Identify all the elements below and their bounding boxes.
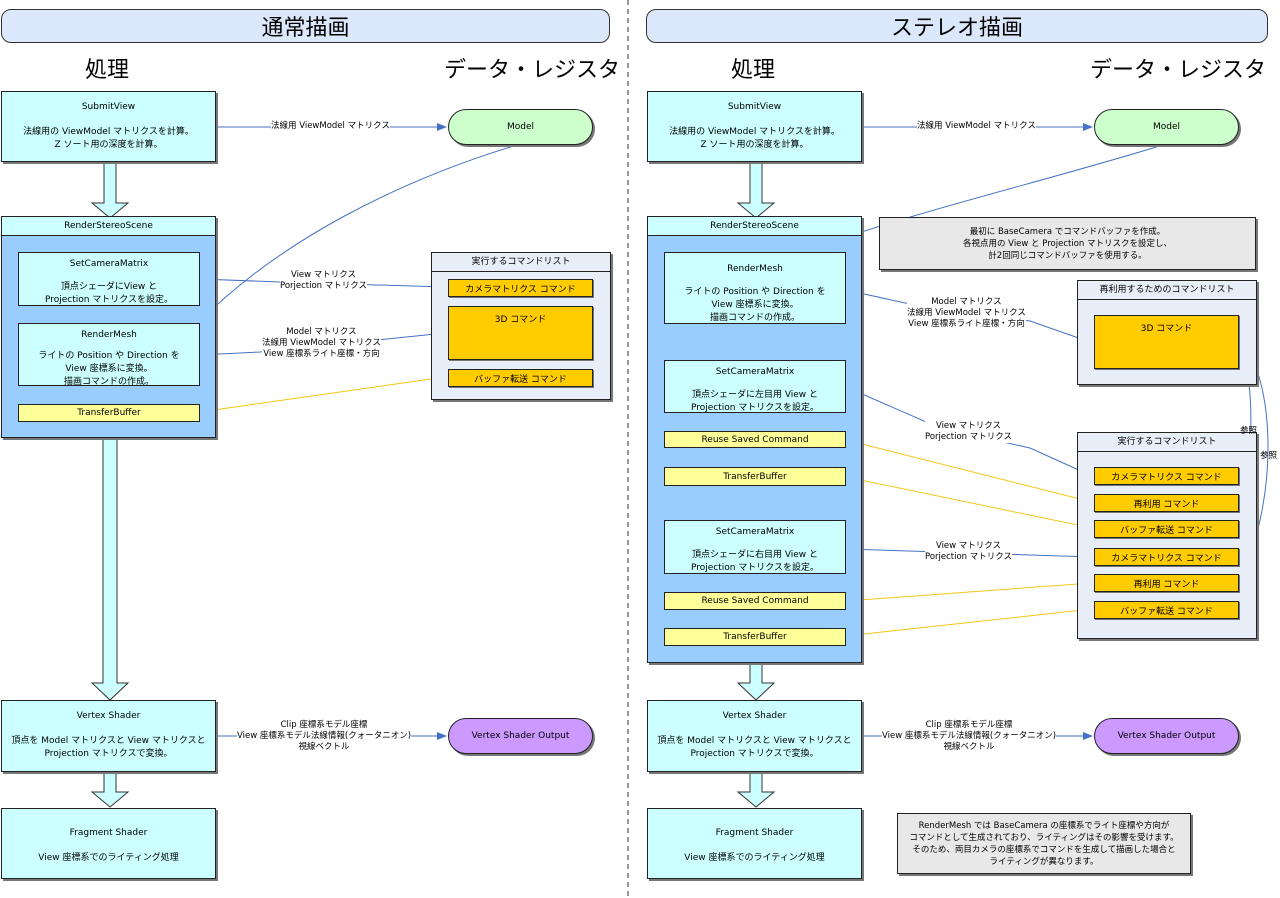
process-text: ライトの Position や Direction を: [38, 351, 180, 361]
process-text: View 座標系に変換。: [711, 300, 799, 310]
process-title: Vertex Shader: [722, 711, 787, 721]
command-buffer-transfer[interactable]: バッファ転送 コマンド: [448, 369, 593, 387]
arrow-transfer2-to-buffercmd: [845, 606, 1093, 637]
process-text: 法線用の ViewModel マトリクスを計算。: [23, 127, 194, 137]
command-buffer-transfer-1[interactable]: バッファ転送 コマンド: [1094, 520, 1239, 538]
process-title: RenderMesh: [81, 330, 137, 340]
arrow-transfer1-to-buffercmd: [845, 476, 1093, 531]
command-buffer-transfer-2[interactable]: バッファ転送 コマンド: [1094, 601, 1239, 619]
process-text: 頂点シェーダに左目用 View と: [691, 390, 819, 400]
process-fragment-shader[interactable]: Fragment Shader View 座標系でのライティング処理: [1, 808, 216, 879]
connector-label: 法線用 ViewModel マトリクス: [917, 121, 1036, 132]
process-text: Projection マトリクスを設定。: [690, 563, 820, 573]
process-transfer-buffer[interactable]: TransferBuffer: [18, 404, 200, 422]
process-title: Vertex Shader: [76, 711, 141, 721]
reference-label: 参照: [1240, 426, 1258, 436]
process-text: View 座標系に変換。: [65, 364, 153, 374]
process-reuse-saved-command-1[interactable]: Reuse Saved Command: [664, 431, 846, 448]
list-title: 実行するコマンドリスト: [1078, 433, 1256, 452]
process-text: 頂点シェーダにView と: [60, 282, 158, 292]
process-text: Projection マトリクスで変換。: [44, 749, 173, 759]
process-text: Z ソート用の深度を計算。: [54, 140, 163, 150]
process-submit-view-r[interactable]: SubmitView 法線用の ViewModel マトリクスを計算。 Z ソー…: [647, 91, 862, 162]
process-title: Fragment Shader: [715, 828, 794, 838]
process-title: Fragment Shader: [69, 828, 148, 838]
column-header-process: 処理: [85, 58, 130, 83]
process-set-camera-right[interactable]: SetCameraMatrix 頂点シェーダに右目用 View と Projec…: [664, 520, 846, 574]
note-lighting-difference: RenderMesh では BaseCamera の座標系でライト座標や方向がコ…: [897, 813, 1191, 874]
command-camera-matrix-2[interactable]: カメラマトリクス コマンド: [1094, 548, 1239, 566]
section-banner-stereo: ステレオ描画: [646, 9, 1268, 43]
data-vertex-shader-output[interactable]: Vertex Shader Output: [448, 718, 593, 754]
column-header-data: データ・レジスタ: [444, 58, 621, 83]
process-text: View 座標系でのライティング処理: [38, 853, 179, 863]
process-vertex-shader-r[interactable]: Vertex Shader 頂点を Model マトリクスと View マトリク…: [647, 700, 862, 772]
process-text: 法線用の ViewModel マトリクスを計算。: [669, 127, 840, 137]
process-text: Projection マトリクスで変換。: [690, 749, 819, 759]
arrow-model-to-rendermesh: [197, 143, 521, 324]
process-text: 描画コマンドの作成。: [63, 377, 154, 387]
section-banner-normal: 通常描画: [1, 9, 610, 43]
process-text: 描画コマンドの作成。: [709, 313, 800, 323]
column-header-process: 処理: [731, 58, 776, 83]
command-reuse-2[interactable]: 再利用 コマンド: [1094, 574, 1239, 592]
process-transfer-buffer-2[interactable]: TransferBuffer: [664, 628, 846, 646]
command-camera-matrix[interactable]: カメラマトリクス コマンド: [448, 279, 593, 297]
process-text: Projection マトリクスを設定。: [44, 295, 174, 305]
reference-label: 参照: [1260, 451, 1278, 461]
command-reuse-1[interactable]: 再利用 コマンド: [1094, 494, 1239, 512]
process-text: View 座標系でのライティング処理: [684, 853, 825, 863]
process-submit-view[interactable]: SubmitView 法線用の ViewModel マトリクスを計算。 Z ソー…: [1, 91, 216, 162]
process-text: Projection マトリクスを設定。: [690, 403, 820, 413]
process-title: SubmitView: [81, 102, 136, 112]
list-title: 再利用するためのコマンドリスト: [1078, 281, 1256, 300]
connector-label: 法線用 ViewModel マトリクス: [271, 121, 390, 132]
arrow-reuse1-to-reusecmd: [845, 439, 1093, 504]
arrow-rendermesh-to-3dcmd: [199, 329, 446, 356]
arrow-transfer-to-buffercmd: [199, 374, 446, 413]
process-render-mesh[interactable]: RenderMesh ライトの Position や Direction を V…: [18, 323, 200, 387]
note-stereo-explanation: 最初に BaseCamera でコマンドバッファを作成。各視点用の View と…: [879, 217, 1256, 270]
process-text: Z ソート用の深度を計算。: [700, 140, 809, 150]
process-transfer-buffer-1[interactable]: TransferBuffer: [664, 467, 846, 486]
group-title: RenderStereoScene: [2, 217, 215, 236]
process-set-camera-left[interactable]: SetCameraMatrix 頂点シェーダに左目用 View と Projec…: [664, 360, 846, 413]
process-render-mesh-r[interactable]: RenderMesh ライトの Position や Direction を V…: [664, 252, 846, 324]
data-model-r[interactable]: Model: [1094, 109, 1239, 145]
process-text: 頂点シェーダに右目用 View と: [691, 550, 819, 560]
process-text: 頂点を Model マトリクスと View マトリクスと: [11, 736, 206, 746]
command-3d-saved[interactable]: 3D コマンド: [1094, 315, 1239, 369]
list-title: 実行するコマンドリスト: [432, 253, 610, 272]
process-fragment-shader-r[interactable]: Fragment Shader View 座標系でのライティング処理: [647, 808, 862, 879]
process-text: 頂点を Model マトリクスと View マトリクスと: [657, 736, 852, 746]
process-vertex-shader[interactable]: Vertex Shader 頂点を Model マトリクスと View マトリク…: [1, 700, 216, 772]
process-text: ライトの Position や Direction を: [684, 287, 826, 297]
process-title: SetCameraMatrix: [715, 527, 795, 537]
process-reuse-saved-command-2[interactable]: Reuse Saved Command: [664, 592, 846, 610]
process-title: RenderMesh: [727, 264, 783, 274]
group-title: RenderStereoScene: [648, 217, 861, 236]
data-vertex-shader-output-r[interactable]: Vertex Shader Output: [1094, 718, 1239, 754]
data-model[interactable]: Model: [448, 109, 593, 145]
column-header-data: データ・レジスタ: [1090, 58, 1267, 83]
command-3d[interactable]: 3D コマンド: [448, 306, 593, 360]
process-title: SetCameraMatrix: [69, 259, 149, 269]
process-title: SubmitView: [727, 102, 782, 112]
command-camera-matrix-1[interactable]: カメラマトリクス コマンド: [1094, 467, 1239, 485]
process-set-camera-matrix[interactable]: SetCameraMatrix 頂点シェーダにView と Projection…: [18, 252, 200, 306]
arrow-reuse2-to-reusecmd: [845, 579, 1093, 602]
process-title: SetCameraMatrix: [715, 367, 795, 377]
